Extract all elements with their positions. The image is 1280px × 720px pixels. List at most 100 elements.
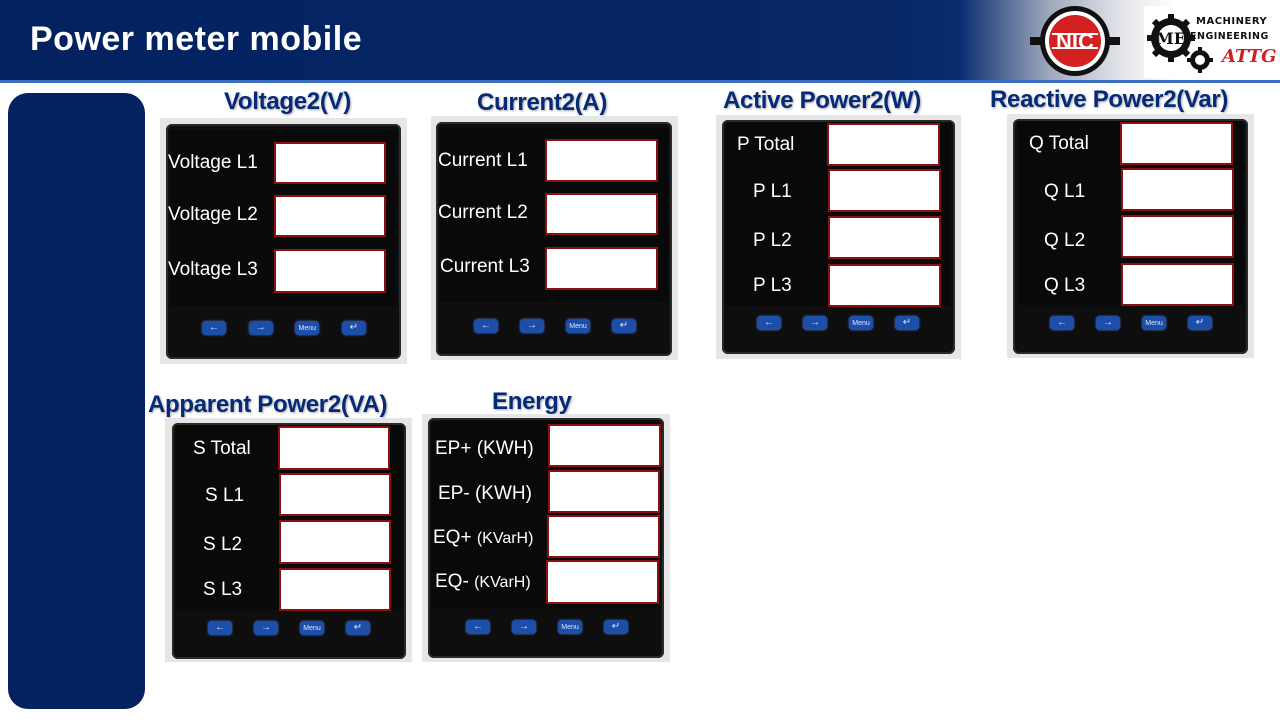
s-total-value — [278, 426, 390, 470]
eq-plus-label: EQ+ (KVarH) — [433, 527, 533, 549]
ep-plus-label: EP+ (KWH) — [435, 438, 534, 460]
eq-minus-label: EQ- (KVarH) — [435, 571, 531, 593]
nic-logo-text: NIC — [1056, 29, 1094, 54]
ep-plus-label-text: EP+ — [435, 438, 472, 459]
attg-logo-text: ATTG — [1222, 46, 1277, 67]
ep-minus-label: EP- (KWH) — [438, 483, 532, 505]
gear-icon: ME — [1147, 14, 1213, 73]
menu-button[interactable]: Menu — [852, 319, 870, 327]
s-l1-label: S L1 — [205, 485, 245, 506]
voltage-l2-value — [274, 195, 386, 237]
q-l3-label: Q L3 — [1044, 275, 1086, 296]
sidebar — [8, 93, 145, 709]
left-arrow-button[interactable]: ← — [202, 321, 226, 335]
q-l2-value — [1121, 215, 1234, 258]
eq-minus-value — [546, 560, 659, 604]
s-l2-label: S L2 — [203, 534, 243, 555]
current-l1-label: Current L1 — [438, 150, 528, 171]
p-total-label: P Total — [737, 134, 795, 155]
current-l3-value — [545, 247, 658, 290]
eq-plus-unit: (KVarH) — [476, 530, 534, 547]
menu-button[interactable]: Menu — [1145, 319, 1163, 327]
menu-button[interactable]: Menu — [303, 624, 321, 632]
q-l2-label: Q L2 — [1044, 230, 1086, 251]
header-divider — [0, 80, 1280, 83]
right-arrow-button[interactable]: → — [1096, 316, 1120, 330]
panel-title-apparent-power: Apparent Power2(VA) — [148, 391, 388, 418]
q-l1-value — [1121, 168, 1234, 211]
right-arrow-button[interactable]: → — [803, 316, 827, 330]
right-arrow-button[interactable]: → — [520, 319, 544, 333]
s-total-label: S Total — [193, 438, 251, 459]
eq-plus-value — [547, 515, 660, 558]
panel-title-active-power: Active Power2(W) — [723, 87, 921, 114]
voltage-l1-value — [274, 142, 386, 184]
menu-button[interactable]: Menu — [569, 322, 587, 330]
current-button-bar: ← → Menu ↵ — [474, 319, 636, 333]
left-arrow-button[interactable]: ← — [474, 319, 498, 333]
enter-button[interactable]: ↵ — [346, 621, 370, 635]
ep-plus-unit: (KWH) — [476, 438, 534, 459]
panel-title-energy: Energy — [492, 388, 572, 415]
voltage-button-bar: ← → Menu ↵ — [202, 321, 366, 335]
enter-button[interactable]: ↵ — [895, 316, 919, 330]
nic-logo: NIC — [1030, 4, 1120, 78]
panel-title-current: Current2(A) — [477, 89, 608, 116]
page-title: Power meter mobile — [30, 20, 363, 58]
voltage-l1-label: Voltage L1 — [168, 152, 258, 173]
s-l1-value — [279, 473, 391, 516]
q-l3-value — [1121, 263, 1234, 306]
q-total-value — [1120, 122, 1233, 165]
panel-title-reactive-power: Reactive Power2(Var) — [990, 86, 1229, 113]
me-logo-line2: ENGINEERING — [1190, 31, 1269, 42]
eq-plus-label-text: EQ+ — [433, 527, 472, 548]
ep-minus-label-text: EP- — [438, 483, 470, 504]
menu-button[interactable]: Menu — [561, 623, 579, 631]
menu-button[interactable]: Menu — [298, 324, 317, 332]
ep-minus-unit: (KWH) — [474, 483, 532, 504]
right-arrow-button[interactable]: → — [248, 321, 273, 335]
current-l2-value — [545, 193, 658, 235]
enter-button[interactable]: ↵ — [612, 319, 636, 333]
p-l3-value — [828, 264, 941, 307]
p-total-value — [827, 123, 940, 166]
reactive-power-button-bar: ← → Menu ↵ — [1050, 316, 1212, 330]
enter-button[interactable]: ↵ — [604, 620, 628, 634]
current-l3-label: Current L3 — [440, 256, 530, 277]
active-power-button-bar: ← → Menu ↵ — [757, 316, 919, 330]
right-arrow-button[interactable]: → — [254, 621, 278, 635]
right-arrow-button[interactable]: → — [512, 620, 536, 634]
s-l2-value — [279, 520, 391, 564]
enter-button[interactable]: ↵ — [341, 321, 366, 335]
current-l1-value — [545, 139, 658, 182]
energy-button-bar: ← → Menu ↵ — [466, 620, 628, 634]
nic-logo-graphic: NIC — [1030, 6, 1120, 76]
left-arrow-button[interactable]: ← — [208, 621, 232, 635]
voltage-l3-label: Voltage L3 — [168, 259, 258, 280]
enter-button[interactable]: ↵ — [1188, 316, 1212, 330]
ep-plus-value — [548, 424, 661, 467]
me-logo-mark: ME — [1156, 29, 1186, 48]
eq-minus-unit: (KVarH) — [474, 574, 531, 591]
apparent-power-button-bar: ← → Menu ↵ — [208, 621, 370, 635]
p-l3-label: P L3 — [753, 275, 792, 296]
q-total-label: Q Total — [1029, 133, 1089, 154]
panel-title-voltage: Voltage2(V) — [224, 88, 351, 115]
me-logo-line1: MACHINERY — [1196, 16, 1268, 27]
eq-minus-label-text: EQ- — [435, 571, 469, 592]
p-l1-label: P L1 — [753, 181, 792, 202]
p-l2-value — [828, 216, 941, 259]
s-l3-value — [279, 568, 391, 611]
me-attg-logo: ME MACHINERY ENGINEERING ATTG — [1144, 6, 1277, 78]
left-arrow-button[interactable]: ← — [757, 316, 781, 330]
p-l2-label: P L2 — [753, 230, 792, 251]
voltage-l3-value — [274, 249, 386, 293]
s-l3-label: S L3 — [203, 579, 243, 600]
left-arrow-button[interactable]: ← — [466, 620, 490, 634]
current-l2-label: Current L2 — [438, 202, 528, 223]
voltage-l2-label: Voltage L2 — [168, 204, 258, 225]
p-l1-value — [828, 169, 941, 212]
q-l1-label: Q L1 — [1044, 181, 1086, 202]
ep-minus-value — [548, 470, 660, 513]
left-arrow-button[interactable]: ← — [1050, 316, 1074, 330]
